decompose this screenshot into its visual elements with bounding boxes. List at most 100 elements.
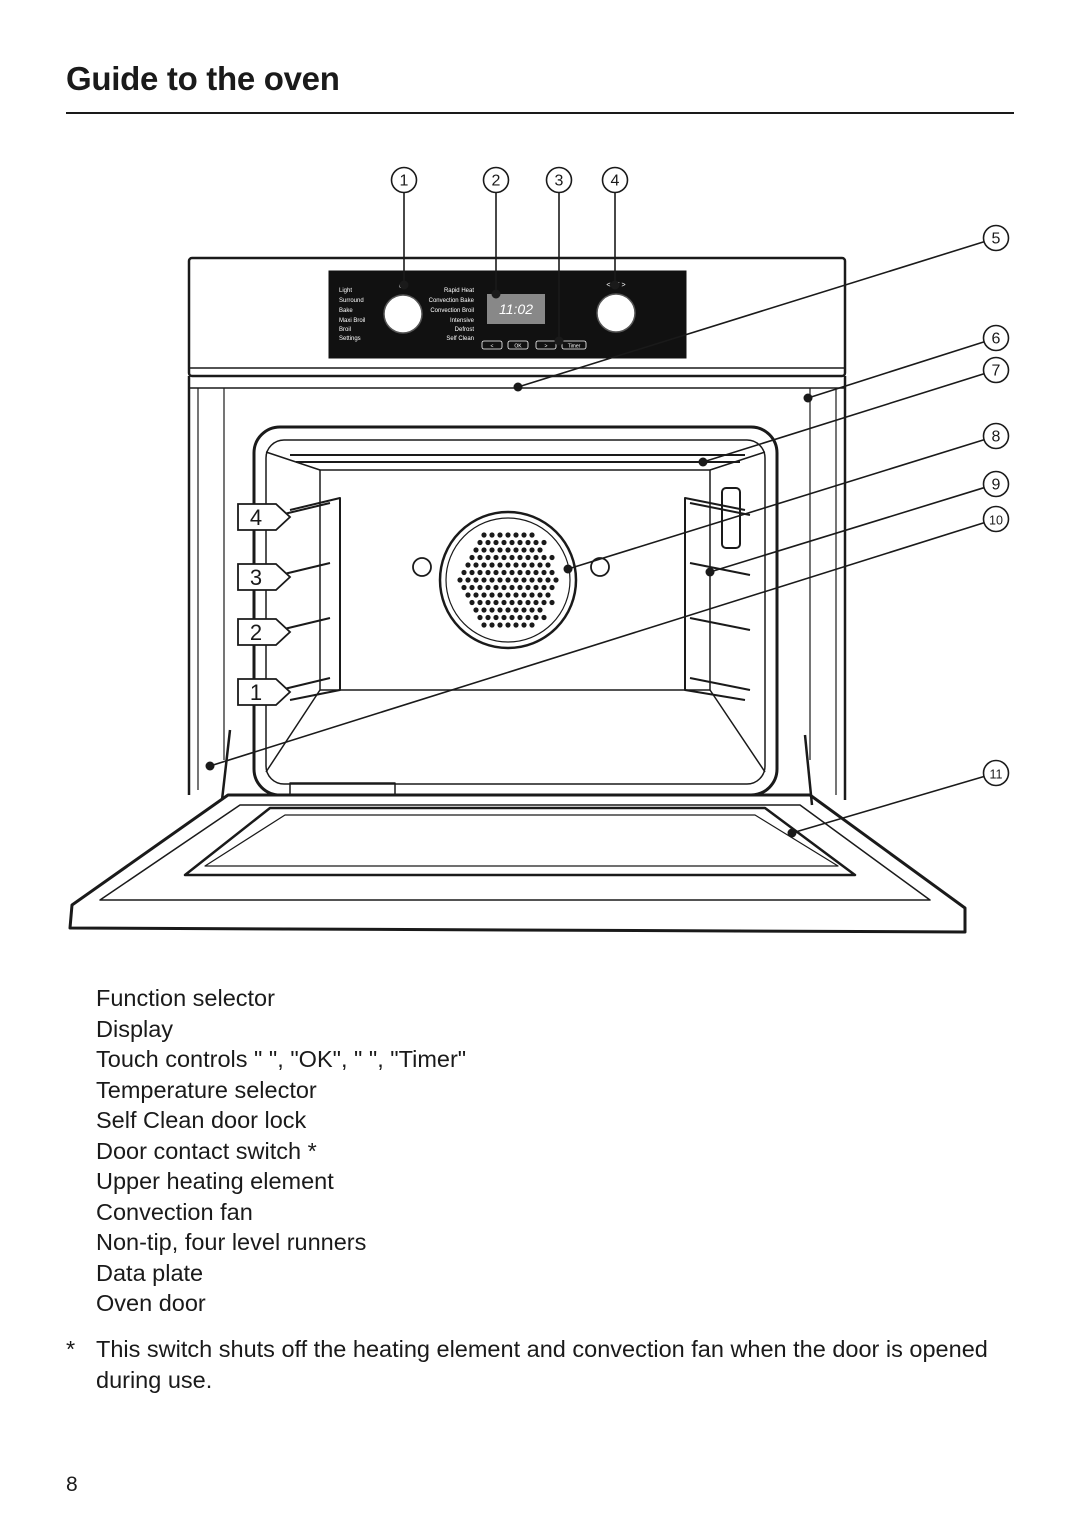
fan-hole [501, 614, 507, 621]
fan-hole [517, 584, 523, 591]
fan-hole [541, 584, 547, 591]
leader-line [517, 241, 984, 388]
touch-button-label: Timer [568, 344, 581, 350]
callout-circle [482, 166, 510, 194]
fan-hole [549, 554, 555, 561]
fan-hole [537, 592, 543, 598]
legend-item: Temperature selector [96, 1076, 317, 1103]
fan-hole [521, 532, 527, 538]
fan-hole [545, 577, 551, 583]
fan-hole [489, 562, 495, 568]
page-number: 8 [66, 1473, 78, 1496]
oven-housing [187, 256, 847, 378]
fan-hole [545, 562, 551, 568]
fan-hole [525, 554, 531, 561]
fan-hole [501, 599, 507, 606]
legend-item: Data plate [96, 1259, 204, 1286]
fan-hole [549, 569, 555, 576]
callout-number: 11 [990, 768, 1003, 782]
footnote-text: This switch shuts off the heating elemen… [96, 1336, 988, 1393]
fan-hole [497, 562, 503, 568]
function-label: Surround [339, 298, 364, 304]
leader-line [709, 487, 984, 573]
fan-hole [529, 547, 535, 553]
fan-hole [529, 577, 535, 583]
fan-hole [465, 577, 471, 583]
fan-hole [517, 614, 523, 621]
function-label: Settings [339, 336, 361, 342]
fan-hole [469, 554, 475, 561]
callout-number: 2 [492, 173, 501, 190]
callout-number: 3 [555, 173, 564, 190]
leader-dot [698, 457, 708, 467]
fan-hole [489, 577, 495, 583]
fan-hole [541, 614, 547, 621]
fan-hole [537, 547, 543, 553]
leader-dot [787, 828, 797, 838]
fan-hole [493, 569, 499, 576]
function-label: Light [339, 288, 352, 294]
shelf-level-number: 3 [250, 565, 262, 590]
fan-hole [525, 539, 531, 546]
leader-line [567, 439, 984, 570]
fan-hole [505, 547, 511, 553]
fan-hole [505, 592, 511, 598]
fan-hole [505, 562, 511, 568]
touch-button[interactable] [535, 340, 557, 350]
fan-hole [469, 584, 475, 591]
fan-hole [497, 607, 503, 613]
fan-hole [517, 569, 523, 576]
fan-hole [485, 584, 491, 591]
fan-hole [469, 599, 475, 606]
title-rule [66, 112, 1014, 114]
leader-line [209, 522, 984, 767]
callout-circle [982, 224, 1010, 252]
fan-hole [529, 592, 535, 598]
display-window [487, 294, 545, 324]
fan-hole [457, 577, 463, 583]
callout-circle [982, 470, 1010, 498]
fan-hole [485, 614, 491, 621]
shelf-level-tag [237, 618, 292, 646]
right-runners [684, 487, 751, 701]
callout-number: 8 [992, 429, 1001, 446]
fan-hole [473, 577, 479, 583]
fan-hole [545, 592, 551, 598]
touch-button[interactable] [561, 340, 587, 350]
page-title: Guide to the oven [66, 60, 340, 97]
fan-hole [493, 614, 499, 621]
fan-hole [509, 584, 515, 591]
upper-heating-element [290, 454, 745, 463]
fan-hole [533, 599, 539, 606]
callout-number: 6 [992, 331, 1001, 348]
legend-item: Upper heating element [96, 1168, 334, 1194]
fan-hole [525, 569, 531, 576]
function-selector-knob [383, 294, 423, 334]
callout-circle [982, 356, 1010, 384]
fan-hole [477, 569, 483, 576]
fan-hole [501, 539, 507, 546]
fan-hole [485, 539, 491, 546]
fan-hole [541, 569, 547, 576]
oven-door [68, 793, 967, 934]
fan-hole [521, 547, 527, 553]
fan-hole [521, 622, 527, 628]
fan-hole [493, 554, 499, 561]
fan-hole [501, 569, 507, 576]
fan-hole [509, 569, 515, 576]
fan-hole [537, 607, 543, 613]
leader-line [791, 775, 984, 834]
callout-circle [982, 505, 1010, 533]
touch-button[interactable] [481, 340, 503, 350]
fan-hole [529, 622, 535, 628]
fan-hole [489, 607, 495, 613]
fan-hole [537, 562, 543, 568]
leader-line [702, 373, 984, 463]
touch-button[interactable] [507, 340, 529, 350]
fan-hole [481, 562, 487, 568]
callout-circle [545, 166, 573, 194]
fan-hole [477, 584, 483, 591]
callout-number: 10 [989, 514, 1003, 528]
fan-hole [525, 599, 531, 606]
fan-hole [481, 592, 487, 598]
